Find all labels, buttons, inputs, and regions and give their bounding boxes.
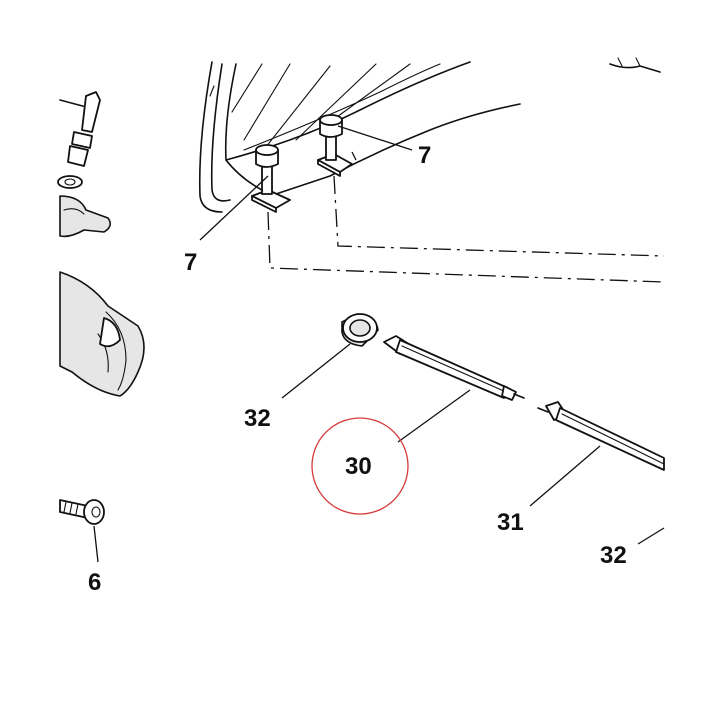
label-7-lower: 7: [184, 249, 197, 276]
upper-panel: [198, 61, 521, 213]
label-7-upper: 7: [418, 142, 431, 169]
top-right-fragment: [609, 57, 661, 73]
leader-lines: [93, 125, 665, 563]
label-32-left: 32: [244, 405, 271, 432]
label-31: 31: [497, 509, 524, 536]
part-labels: 7 7 32 30 31 32 6: [88, 142, 627, 596]
screw-7-upper: [317, 114, 353, 177]
rod-31: [537, 401, 665, 471]
bolt-6: [59, 499, 105, 525]
label-6: 6: [88, 569, 101, 596]
left-pin-assembly: [57, 91, 112, 238]
screw-7-lower: [251, 144, 291, 213]
spacer-32: [341, 313, 379, 347]
alignment-lines: [267, 175, 665, 283]
label-32-right: 32: [600, 542, 627, 569]
label-30: 30: [345, 453, 372, 480]
left-bracket-body: [59, 271, 145, 397]
highlight-circle: [311, 417, 409, 515]
rod-30: [383, 335, 525, 401]
